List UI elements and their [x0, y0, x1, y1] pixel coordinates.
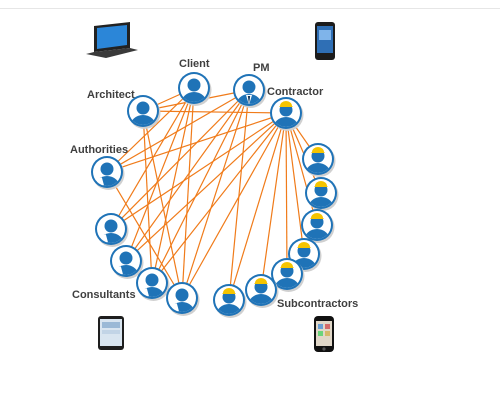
connection-pm-authorities — [106, 89, 250, 173]
node-consultant-3 — [136, 267, 170, 301]
node-sub-6 — [245, 274, 279, 308]
hard-hat-icon — [311, 147, 325, 153]
hard-hat-icon — [254, 278, 268, 284]
connection-lines — [106, 87, 322, 301]
person-icon — [130, 101, 156, 125]
label-subcontractors: Subcontractors — [277, 298, 358, 310]
connection-architect-consultant-4 — [142, 110, 183, 299]
connection-pm-consultant-4 — [181, 89, 250, 299]
node-sub-2 — [305, 177, 339, 211]
node-contractor — [270, 97, 304, 131]
person-icon — [94, 162, 120, 186]
person-icon — [169, 288, 195, 312]
connection-contractor-consultant-1 — [110, 112, 287, 230]
node-client — [178, 72, 212, 106]
node-sub-7 — [213, 284, 247, 318]
connection-authorities-consultant-4 — [106, 171, 183, 299]
hard-hat-icon — [280, 262, 294, 268]
connection-contractor-sub-7 — [228, 112, 287, 301]
hard-hat-icon — [310, 213, 324, 219]
connection-contractor-architect — [142, 110, 287, 114]
hard-hat-icon — [314, 181, 328, 187]
hard-hat-icon — [222, 288, 236, 294]
node-sub-1 — [302, 143, 336, 177]
node-consultant-4 — [166, 282, 200, 316]
node-consultant-1 — [95, 213, 129, 247]
connection-client-consultant-2 — [125, 87, 195, 262]
connection-contractor-consultant-3 — [151, 112, 287, 284]
tablet-icon — [98, 316, 124, 350]
iphone-icon — [314, 316, 334, 352]
connection-pm-consultant-2 — [125, 89, 250, 262]
node-pm — [233, 74, 267, 108]
hard-hat-icon — [279, 101, 293, 107]
connection-contractor-sub-5 — [285, 112, 288, 275]
connection-client-consultant-3 — [151, 87, 195, 284]
node-sub-5 — [271, 258, 305, 292]
node-architect — [127, 95, 161, 129]
connection-pm-consultant-1 — [110, 89, 250, 230]
connection-pm-sub-7 — [228, 89, 250, 301]
connection-pm-consultant-3 — [151, 89, 250, 284]
person-icon — [181, 78, 207, 102]
stakeholder-nodes — [91, 72, 339, 318]
connection-contractor-consultant-2 — [125, 112, 287, 262]
label-client: Client — [179, 58, 210, 70]
smartphone-icon — [315, 22, 335, 60]
label-authorities: Authorities — [70, 144, 128, 156]
connection-client-authorities — [106, 87, 195, 173]
node-sub-3 — [301, 209, 335, 243]
connection-architect-consultant-3 — [142, 110, 153, 284]
connection-contractor-sub-6 — [260, 112, 287, 291]
connection-contractor-consultant-4 — [181, 112, 287, 299]
top-divider — [0, 8, 500, 9]
label-contractor: Contractor — [267, 86, 324, 98]
connection-contractor-authorities — [106, 112, 287, 173]
label-pm: PM — [253, 62, 270, 74]
laptop-icon — [86, 22, 138, 58]
node-consultant-2 — [110, 245, 144, 279]
label-architect: Architect — [87, 89, 135, 101]
hard-hat-icon — [297, 242, 311, 248]
node-authorities — [91, 156, 125, 190]
connection-contractor-sub-4 — [285, 112, 305, 255]
person-icon — [236, 80, 262, 104]
label-consultants: Consultants — [72, 289, 136, 301]
